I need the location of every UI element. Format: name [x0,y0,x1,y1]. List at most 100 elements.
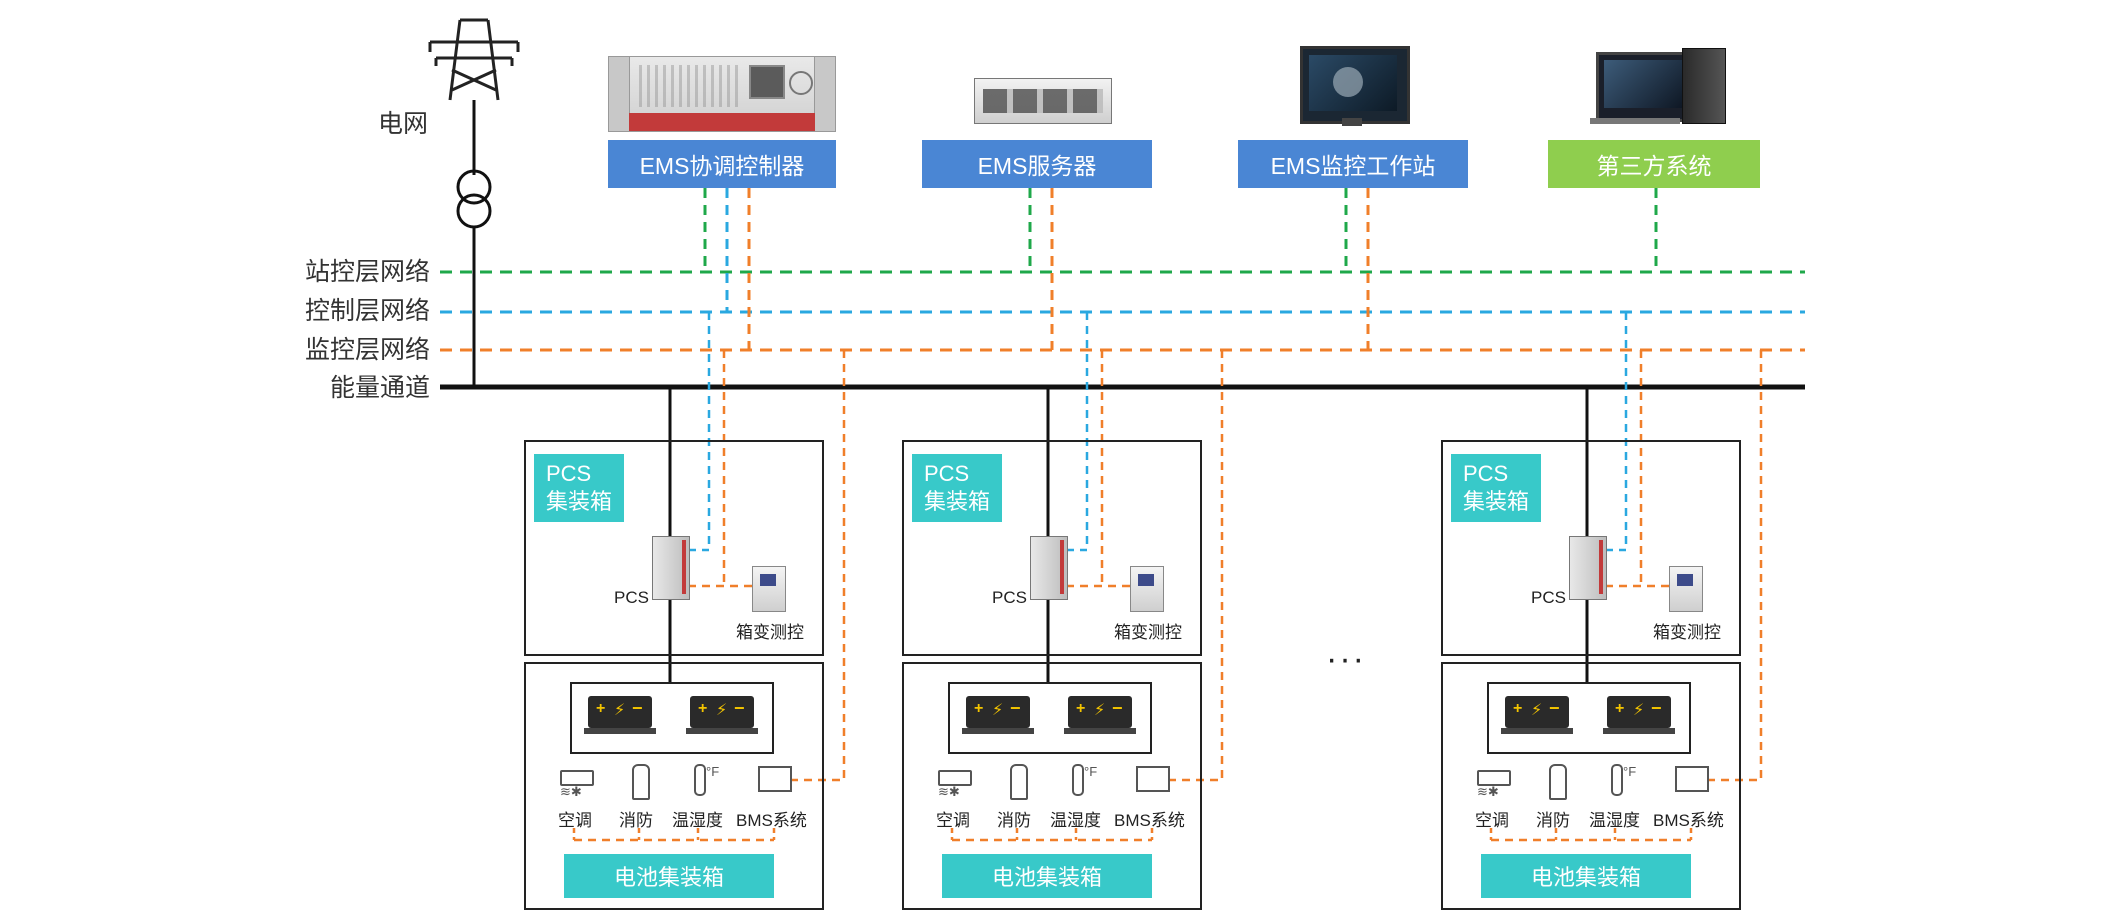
battery-bolt-icon: ⚡ [1633,702,1645,719]
bms-icon [758,766,792,792]
aircon-icon [560,770,594,786]
fire-extinguisher-icon [1010,764,1028,800]
battery-container-box [902,662,1202,910]
battery-base [962,728,1034,734]
aircon-wind-icon: ≋✱ [1477,784,1499,799]
ems-server-device-icon [974,78,1112,124]
battery-plus-icon: + [1513,700,1523,717]
temp-label: 温湿度 [1050,811,1101,830]
pcs-container-box [902,440,1202,656]
transformer-icon-lower [456,193,492,229]
aircon-label: 空调 [936,811,970,830]
aircon-icon [938,770,972,786]
aircon-label: 空调 [558,811,592,830]
energy-channel-label: 能量通道 [329,374,430,402]
transformer-monitor-label: 箱变测控 [1653,623,1721,642]
ems-workstation-device-icon [1300,46,1410,124]
pcs-tag-line1: PCS [924,461,970,486]
battery-bolt-icon: ⚡ [614,702,626,719]
pcs-tag-line2: 集装箱 [924,489,991,514]
thermometer-unit-icon: °F [706,764,720,779]
power-tower-icon [428,18,520,101]
pcs-cabinet-stripe [1599,540,1603,594]
fire-extinguisher-icon [1549,764,1567,800]
pcs-container-tag: PCS 集装箱 [1451,454,1542,522]
temp-label: 温湿度 [672,811,723,830]
bms-icon [1675,766,1709,792]
pcs-container-tag: PCS 集装箱 [534,454,625,522]
third-party-keyboard [1590,118,1680,124]
battery-bolt-icon: ⚡ [992,702,1004,719]
battery-plus-icon: + [698,700,708,717]
battery-rack-box [948,682,1152,754]
battery-bolt-icon: ⚡ [1531,702,1543,719]
pcs-cabinet-stripe [682,540,686,594]
battery-base [584,728,656,734]
pcs-container-box [524,440,824,656]
pcs-container-box [1441,440,1741,656]
bms-label: BMS系统 [1114,811,1185,830]
third-party-box: 第三方系统 [1548,140,1760,188]
transformer-monitor-icon [1130,566,1164,612]
transformer-monitor-screen [1677,574,1693,586]
battery-base [686,728,758,734]
ems-controller-device-icon [608,56,836,132]
ems-workstation-box: EMS监控工作站 [1238,140,1468,188]
battery-container-box [524,662,824,910]
pcs-tag-line2: 集装箱 [1463,489,1530,514]
workstation-stand [1342,118,1362,126]
battery-icon [1505,696,1569,728]
pcs-container-tag: PCS 集装箱 [912,454,1003,522]
battery-base [1501,728,1573,734]
station-network-label: 站控层网络 [304,258,430,286]
ems-controller-box: EMS协调控制器 [608,140,836,188]
battery-minus-icon: − [734,698,745,718]
transformer-monitor-label: 箱变测控 [736,623,804,642]
thermometer-icon [694,764,706,796]
ems-server-box: EMS服务器 [922,140,1152,188]
battery-minus-icon: − [632,698,643,718]
thermometer-icon [1072,764,1084,796]
temp-label: 温湿度 [1589,811,1640,830]
monitor-network-label: 监控层网络 [304,336,430,364]
battery-container-label: 电池集装箱 [564,854,774,898]
aircon-icon [1477,770,1511,786]
fire-label: 消防 [1536,811,1570,830]
battery-icon [1607,696,1671,728]
battery-minus-icon: − [1651,698,1662,718]
battery-base [1064,728,1136,734]
battery-bolt-icon: ⚡ [716,702,728,719]
transformer-monitor-icon [752,566,786,612]
battery-container-box [1441,662,1741,910]
battery-bolt-icon: ⚡ [1094,702,1106,719]
battery-icon [690,696,754,728]
aircon-wind-icon: ≋✱ [560,784,582,799]
battery-plus-icon: + [974,700,984,717]
control-network-label: 控制层网络 [304,297,430,325]
fire-extinguisher-icon [632,764,650,800]
battery-container-label: 电池集装箱 [942,854,1152,898]
pcs-tag-line2: 集装箱 [546,489,613,514]
battery-icon [966,696,1030,728]
pcs-label: PCS [992,588,1027,607]
pcs-label: PCS [614,588,649,607]
battery-minus-icon: − [1010,698,1021,718]
battery-plus-icon: + [1615,700,1625,717]
transformer-icon [456,169,492,205]
battery-minus-icon: − [1112,698,1123,718]
battery-plus-icon: + [1076,700,1086,717]
pcs-tag-line1: PCS [1463,461,1509,486]
fire-label: 消防 [997,811,1031,830]
battery-rack-box [570,682,774,754]
battery-icon [588,696,652,728]
pcs-tag-line1: PCS [546,461,592,486]
thermometer-unit-icon: °F [1623,764,1637,779]
battery-container-label: 电池集装箱 [1481,854,1691,898]
battery-plus-icon: + [596,700,606,717]
thermometer-unit-icon: °F [1084,764,1098,779]
aircon-wind-icon: ≋✱ [938,784,960,799]
bms-label: BMS系统 [1653,811,1724,830]
more-units-ellipsis: ··· [1326,640,1366,678]
